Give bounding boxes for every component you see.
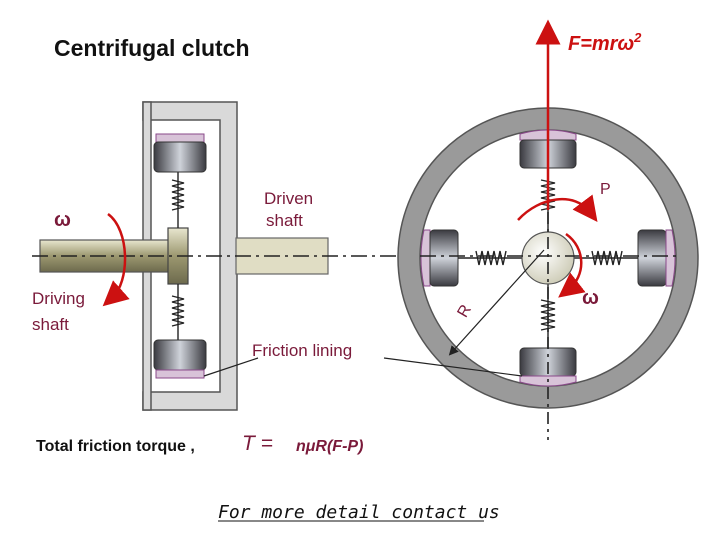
friction-lining-label: Friction lining <box>252 341 352 360</box>
driven-shaft <box>235 237 329 275</box>
contact-link[interactable]: For more detail contact us <box>218 502 500 523</box>
spring-force-arrow-icon <box>517 194 598 222</box>
shoe-left <box>420 229 459 287</box>
force-formula: F=mrω2 <box>568 30 642 55</box>
page-title: Centrifugal clutch <box>54 35 250 61</box>
spring-force-label: P <box>600 181 611 198</box>
torque-prefix: Total friction torque , <box>36 438 195 455</box>
omega-right-label: ω <box>582 287 599 309</box>
driven-shaft-label-line2: shaft <box>266 211 303 230</box>
spring-icon <box>171 284 185 342</box>
side-view <box>32 101 420 411</box>
shoe-top <box>153 133 207 173</box>
friction-leader-right <box>383 357 523 377</box>
driving-shaft-label-line1: Driving <box>32 289 85 308</box>
driven-shaft-label-line1: Driven <box>264 189 313 208</box>
front-view <box>397 19 699 440</box>
friction-leader-left <box>203 357 259 377</box>
shoe-right <box>637 229 676 287</box>
shoe-bottom <box>153 339 207 379</box>
radius-line <box>448 249 545 356</box>
torque-symbol: T = <box>242 432 273 455</box>
driving-shaft-label-line2: shaft <box>32 315 69 334</box>
spring-icon <box>171 162 185 228</box>
rotation-arrow-icon <box>558 232 586 298</box>
omega-left-label: ω <box>54 209 71 231</box>
rotation-arrow-icon <box>102 212 130 307</box>
torque-expression: nμR(F-P) <box>296 438 363 455</box>
